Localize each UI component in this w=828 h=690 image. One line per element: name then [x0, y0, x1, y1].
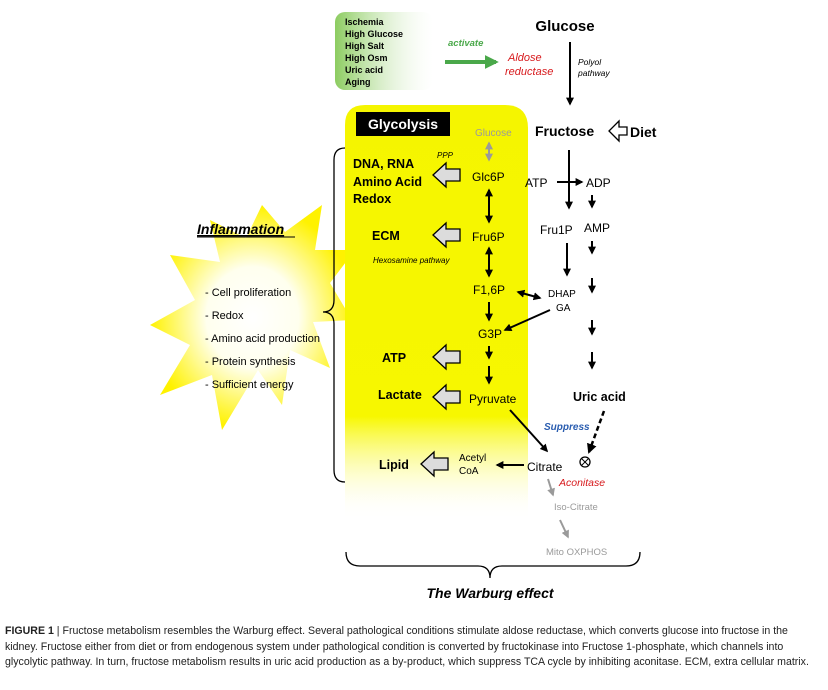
redox-label: Redox	[353, 192, 391, 206]
inflammation-title: Inflammation	[197, 221, 284, 237]
inflammation-item: - Cell proliferation	[205, 287, 291, 299]
fructose-warburg-diagram: Glycolysis Ischemia High Glucose High Sa…	[150, 12, 657, 600]
figure-caption: FIGURE 1 | Fructose metabolism resembles…	[5, 624, 823, 671]
inflammation-bracket	[322, 147, 346, 483]
uric-acid-label: Uric acid	[573, 390, 626, 404]
condition-item: Ischemia	[345, 17, 385, 27]
dna-output-arrow	[432, 161, 461, 189]
fru6p: Fru6P	[472, 230, 505, 244]
inflammation-item: - Protein synthesis	[205, 356, 296, 368]
pyruvate-citrate-arrow	[509, 409, 549, 453]
ga-g3p-arrow	[503, 309, 551, 332]
fru1p-label: Fru1P	[540, 223, 573, 237]
condition-item: Aging	[345, 77, 371, 87]
warburg-label: The Warburg effect	[426, 585, 554, 600]
inflammation-list: - Cell proliferation - Redox - Amino aci…	[205, 287, 320, 391]
ppp-label: PPP	[437, 151, 454, 160]
lipid-label: Lipid	[379, 458, 409, 472]
adp-label: ADP	[586, 176, 611, 190]
glc6p: Glc6P	[472, 170, 505, 184]
conditions-box	[335, 12, 433, 90]
dna-rna-label: DNA, RNA	[353, 157, 414, 171]
iso-citrate-label: Iso-Citrate	[554, 502, 598, 513]
f16p-dhap-arrow	[516, 289, 542, 301]
condition-item: High Salt	[345, 41, 384, 51]
ecm-output-arrow	[432, 221, 461, 249]
mito-oxphos-label: Mito OXPHOS	[546, 547, 607, 558]
polyol-label-2: pathway	[577, 68, 610, 78]
glucose-top-label: Glucose	[535, 18, 594, 35]
polyol-label-1: Polyol	[578, 57, 602, 67]
aconitase-label: Aconitase	[558, 477, 605, 489]
lactate-label: Lactate	[378, 388, 422, 402]
pyruvate: Pyruvate	[469, 392, 517, 406]
lipid-output-arrow	[420, 450, 449, 478]
dhap-label: DHAP	[548, 289, 576, 300]
suppress-dashed-arrow	[587, 410, 606, 454]
ga-label: GA	[556, 303, 571, 314]
inflammation-item: - Sufficient energy	[205, 379, 294, 391]
conditions-list: Ischemia High Glucose High Salt High Osm…	[345, 17, 403, 87]
f16p: F1,6P	[473, 283, 505, 297]
glycolysis-title: Glycolysis	[368, 116, 438, 132]
condition-item: High Glucose	[345, 29, 403, 39]
condition-item: High Osm	[345, 53, 388, 63]
ecm-label: ECM	[372, 229, 400, 243]
diet-label: Diet	[630, 124, 657, 140]
amino-acid-label: Amino Acid	[353, 175, 422, 189]
citrate: Citrate	[527, 460, 563, 474]
glycolysis-glucose: Glucose	[475, 128, 512, 139]
amp-label: AMP	[584, 221, 610, 235]
citrate-isocitrate-arrow	[547, 478, 555, 497]
isocitrate-oxphos-arrow	[559, 519, 569, 539]
diet-arrow	[608, 119, 628, 143]
figure-label: FIGURE 1	[5, 625, 54, 637]
warburg-brace	[345, 551, 641, 579]
suppress-label: Suppress	[544, 422, 590, 433]
inflammation-item: - Amino acid production	[205, 333, 320, 345]
aldose-reductase-2: reductase	[505, 66, 553, 78]
inflammation-item: - Redox	[205, 310, 244, 322]
acetyl-coa-2: CoA	[459, 466, 479, 477]
glycolysis-region	[345, 105, 528, 520]
atp-label: ATP	[525, 176, 547, 190]
acetyl-coa-1: Acetyl	[459, 453, 486, 464]
lactate-output-arrow	[432, 383, 461, 411]
aldose-reductase-1: Aldose	[507, 52, 542, 64]
activate-label: activate	[448, 38, 484, 49]
g3p: G3P	[478, 327, 502, 341]
fructose-label: Fructose	[535, 123, 594, 139]
hexosamine-label: Hexosamine pathway	[373, 256, 450, 265]
caption-text: | Fructose metabolism resembles the Warb…	[5, 625, 809, 668]
inflammation-starburst	[150, 205, 355, 430]
atp-output-label: ATP	[382, 351, 406, 365]
condition-item: Uric acid	[345, 65, 383, 75]
atp-output-arrow	[432, 343, 461, 371]
inhibit-symbol-cross-2	[581, 458, 589, 466]
glycolysis-title-box	[356, 112, 450, 136]
